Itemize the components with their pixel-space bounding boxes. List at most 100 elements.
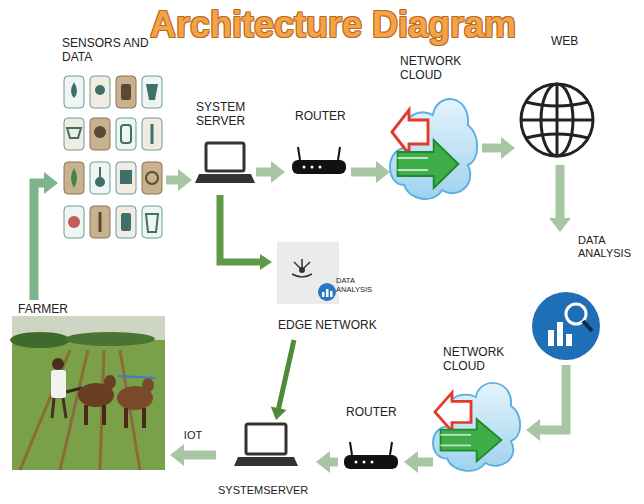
label-holder: FARMER [18, 302, 98, 316]
label-holder: WEB [551, 34, 599, 48]
arrow-head [170, 444, 184, 466]
photo-farmer-leg [63, 398, 66, 418]
arrow-shaft [417, 458, 433, 467]
sensor-glyph [146, 214, 158, 232]
diagram-title: Architecture Diagram [150, 4, 516, 46]
flow-arrow [271, 340, 294, 420]
sensor-tile [90, 206, 110, 238]
arrow-shaft [220, 195, 261, 262]
sensor-glyph [99, 212, 102, 232]
icon-node: FARMER [10, 300, 170, 472]
arrow-shaft [183, 451, 216, 460]
icon-node: NETWORK CLOUD [390, 52, 482, 205]
sensor-tile [64, 76, 84, 108]
router-antenna [298, 147, 300, 160]
arrow-shaft [256, 168, 272, 177]
sensor-tile [64, 162, 84, 194]
sensor-glyph [120, 170, 132, 184]
router-antenna [338, 147, 340, 160]
photo-ox-leg [102, 405, 106, 425]
node-label: DATA ANALYSIS [578, 234, 638, 260]
node-label: ROUTER [346, 405, 402, 419]
photo-trees [10, 332, 70, 348]
flow-arrow [482, 137, 515, 159]
edge-spoke [302, 262, 310, 270]
photo-furrow [100, 350, 104, 470]
sensor-tile [116, 76, 136, 108]
router-light [363, 461, 366, 464]
sensor-tile [90, 162, 110, 194]
laptop-screen [246, 424, 286, 454]
icon-node: ROUTER [338, 403, 404, 478]
router-icon [292, 147, 346, 174]
sensor-tile [90, 76, 110, 108]
sensor-glyph [121, 213, 131, 231]
label-holder: ROUTER [346, 405, 402, 419]
sensor-glyph [95, 177, 105, 187]
node-label: WEB [551, 34, 599, 48]
sensor-glyph [68, 216, 80, 228]
node-label: SYSTEMSERVER [218, 484, 314, 497]
photo-furrow [60, 350, 88, 470]
sensor-tile [142, 162, 162, 194]
icon-node: DATA ANALYSIS [530, 232, 640, 365]
router-light [303, 166, 306, 169]
edge-spoke [294, 262, 302, 270]
sensor-tile [142, 206, 162, 238]
arrow-head [404, 451, 418, 473]
node-label: EDGE NETWORK [278, 318, 382, 332]
photo-farmer-body [51, 370, 66, 398]
globe-parallel [526, 134, 588, 138]
photo-yoke [118, 376, 156, 378]
label-holder: SYSTEM SERVER [196, 100, 254, 129]
label-holder: NETWORK CLOUD [400, 54, 478, 83]
router-body [344, 455, 398, 469]
icon-node: ROUTER [285, 107, 351, 185]
edge-analysis-disc [318, 283, 336, 301]
sensor-grid [64, 76, 162, 238]
arrow-shaft [278, 340, 294, 409]
photo-furrow [20, 350, 70, 470]
flow-arrow [34, 172, 58, 300]
sensor-tile [64, 206, 84, 238]
photo-ox-leg [142, 408, 146, 428]
sensor-glyph [146, 84, 158, 100]
laptop-base [195, 174, 255, 183]
node-label: FARMER [18, 302, 98, 316]
flow-arrow [256, 161, 285, 183]
label-holder: DATA ANALYSIS [336, 276, 380, 294]
edge-panel [277, 242, 339, 304]
label-holder: IOT [184, 429, 202, 442]
arrow-head [501, 137, 515, 159]
icon-node: DATA ANALYSIS EDGE NETWORK [272, 240, 384, 340]
flow-arrow [404, 451, 433, 473]
router-light [319, 166, 322, 169]
sensor-glyph [71, 168, 77, 188]
label-holder: ROUTER [295, 109, 349, 123]
flow-arrow [170, 444, 216, 466]
arrow-shaft [34, 183, 45, 300]
router-light [355, 461, 358, 464]
flow-arrow [220, 195, 272, 270]
edge-spoke [301, 259, 303, 270]
sensor-glyph [99, 167, 101, 177]
globe-parallel [521, 119, 593, 122]
sensor-glyph [71, 82, 77, 98]
icon-node: NETWORK CLOUD [433, 343, 526, 478]
sensor-glyph [151, 124, 154, 144]
arrow-shaft [351, 168, 377, 177]
laptop-icon [195, 143, 255, 183]
analysis-bar [557, 322, 563, 346]
flow-arrow [351, 161, 390, 183]
arrow-head [526, 419, 540, 441]
router-light [371, 461, 374, 464]
globe-icon [521, 84, 593, 156]
laptop-icon [234, 424, 298, 466]
flow-arrow [316, 451, 338, 473]
analysis-disc [532, 292, 600, 360]
sensor-tile [116, 162, 136, 194]
label-holder: SENSORS AND DATA [62, 36, 160, 65]
